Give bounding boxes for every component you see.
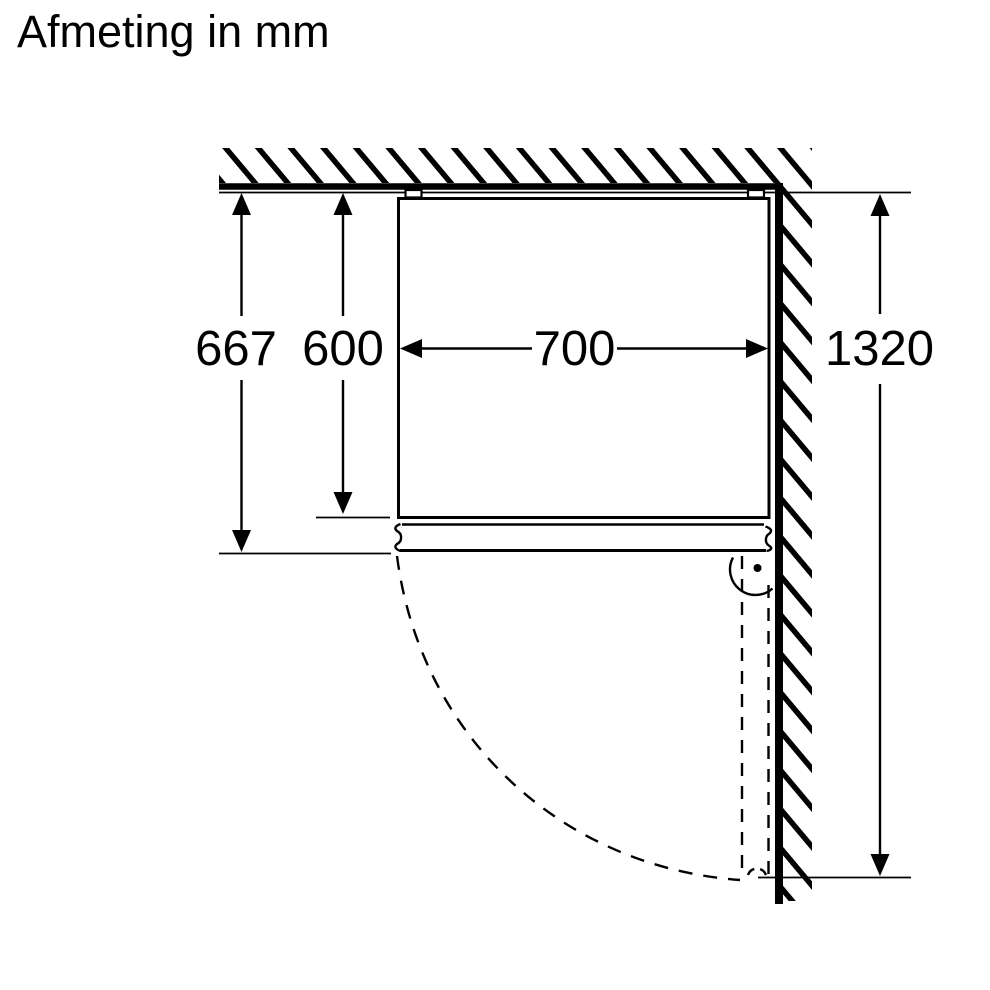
hinge-pivot-dot (753, 564, 762, 572)
dim-label-right: 1320 (825, 322, 934, 376)
door-end-profile-right (764, 525, 773, 553)
dimension-right: 1320 (758, 194, 934, 879)
rear-spacer-right (746, 188, 766, 199)
diagram-title: Afmeting in mm (17, 6, 330, 57)
door-hinge (728, 556, 774, 597)
arrow-right-icon (746, 339, 768, 358)
door-swing (395, 555, 770, 882)
arrow-left-icon (400, 339, 422, 358)
arrow-up-icon (870, 194, 890, 216)
wall-faces (219, 183, 911, 904)
rear-spacer-left (404, 188, 423, 199)
door-swing-arc (395, 555, 741, 882)
dim-label-width: 700 (534, 322, 616, 376)
arrow-down-icon (333, 492, 353, 514)
open-door-end-cap (746, 867, 768, 876)
dimension-left-outer: 667 (195, 193, 391, 555)
appliance-body-outline (397, 197, 771, 519)
dimension-left-inner: 600 (302, 193, 390, 519)
door-end-profile-left (394, 522, 403, 553)
arrow-down-icon (870, 854, 890, 876)
dim-label-left-outer: 667 (195, 322, 277, 376)
appliance-body (397, 188, 771, 519)
dimension-width: 700 (400, 322, 768, 376)
arrow-down-icon (232, 530, 251, 552)
appliance-door (394, 522, 773, 553)
hinge-arc (728, 556, 774, 597)
arrow-up-icon (333, 193, 353, 215)
dim-label-left-inner: 600 (302, 322, 384, 376)
arrow-up-icon (232, 193, 251, 215)
